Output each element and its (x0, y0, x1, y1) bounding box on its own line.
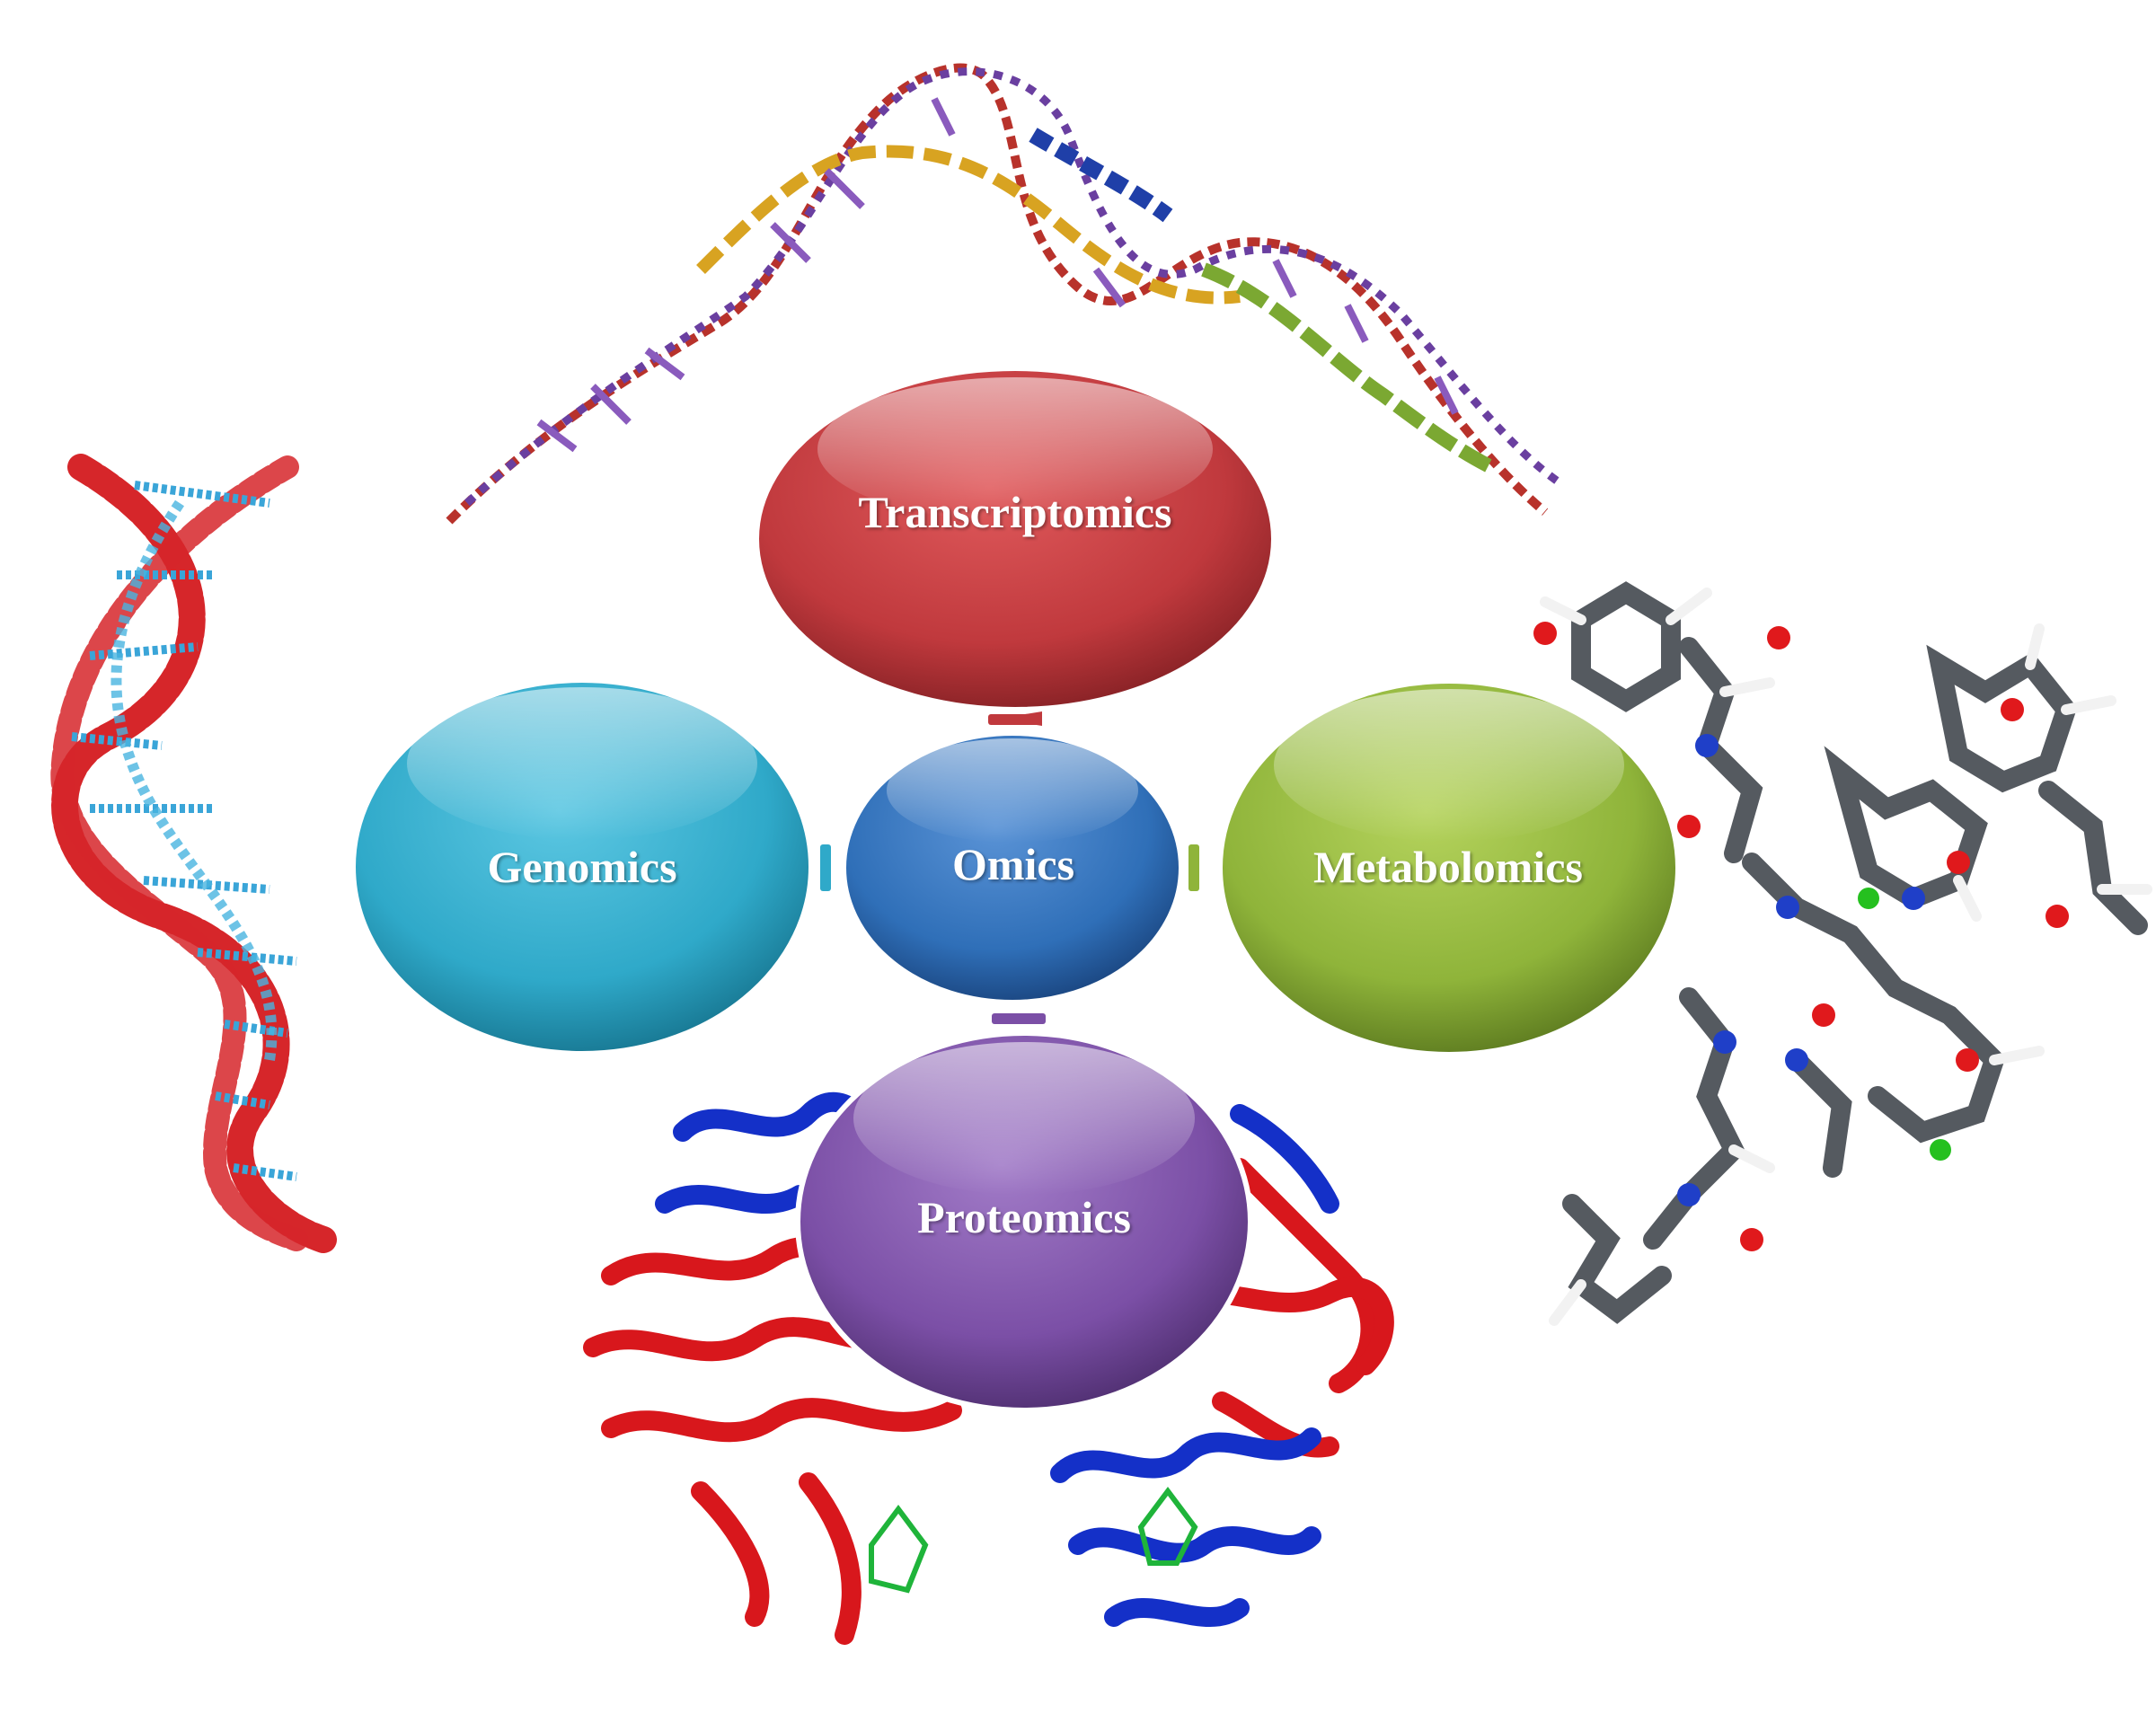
label-genomics: Genomics (487, 842, 677, 892)
node-proteomics (795, 1030, 1253, 1413)
rna-strand-illustration (446, 63, 1566, 525)
label-metabolomics: Metabolomics (1313, 842, 1583, 892)
node-metabolomics (1217, 678, 1681, 1057)
connector-arrows (820, 711, 1199, 1024)
node-genomics (350, 677, 814, 1056)
label-transcriptomics: Transcriptomics (858, 487, 1172, 537)
dna-double-helix-illustration (50, 454, 337, 1253)
connector-top (988, 714, 1042, 725)
node-transcriptomics (754, 366, 1277, 712)
connector-bottom (992, 1013, 1046, 1024)
label-omics: Omics (951, 839, 1075, 889)
label-proteomics: Proteomics (917, 1192, 1131, 1242)
connector-left (820, 844, 831, 891)
node-omics-center (841, 730, 1184, 1005)
connector-right (1188, 844, 1199, 891)
small-molecule-structure-illustration (1533, 581, 2152, 1326)
